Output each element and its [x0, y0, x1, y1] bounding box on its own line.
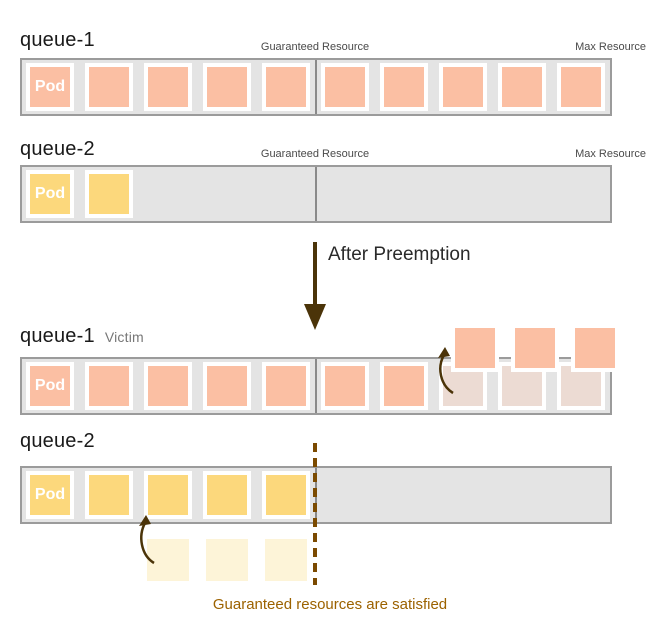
evicted-pods-row — [451, 324, 619, 372]
pod-yellow — [85, 170, 133, 218]
down-arrow-head-icon — [304, 304, 326, 330]
queue1-before-title: queue-1 — [20, 29, 95, 52]
pod-label: Pod — [34, 486, 66, 503]
pod-yellow — [262, 471, 310, 519]
pod-salmon — [557, 63, 605, 111]
eviction-arrow-icon — [438, 347, 454, 395]
queue-name: queue-1 — [20, 29, 95, 51]
pod-salmon — [144, 63, 192, 111]
queue-name: queue-1 — [20, 325, 95, 347]
burst-zone — [315, 468, 608, 522]
queue-name: queue-2 — [20, 138, 95, 160]
pod-salmon: Pod — [26, 63, 74, 111]
pod-salmon — [85, 63, 133, 111]
pod-salmon — [380, 362, 428, 410]
pod-salmon — [85, 362, 133, 410]
guaranteed-resource-label: Guaranteed Resource — [260, 148, 370, 160]
guaranteed-resource-label: Guaranteed Resource — [260, 41, 370, 53]
queue2-before-title: queue-2 — [20, 138, 95, 161]
pod-salmon — [511, 324, 559, 372]
queue2-after-title: queue-2 — [20, 430, 95, 453]
pod-yellow — [85, 471, 133, 519]
pod-yellow-faded — [206, 539, 248, 581]
pod-salmon — [262, 63, 310, 111]
pod-yellow: Pod — [26, 170, 74, 218]
admission-arrow-icon — [139, 515, 155, 565]
pod-label: Pod — [34, 78, 66, 95]
pod-salmon: Pod — [26, 362, 74, 410]
pod-salmon — [571, 324, 619, 372]
pod-salmon — [498, 63, 546, 111]
pod-yellow-faded — [265, 539, 307, 581]
pod-salmon — [439, 63, 487, 111]
guaranteed-zone: Pod — [22, 359, 315, 413]
pod-salmon — [203, 63, 251, 111]
victim-label: Victim — [104, 329, 144, 345]
max-resource-label: Max Resource — [575, 41, 646, 53]
guaranteed-zone: Pod — [22, 468, 315, 522]
satisfied-annotation: Guaranteed resources are satisfied — [212, 596, 448, 613]
pod-yellow: Pod — [26, 471, 74, 519]
pod-salmon — [380, 63, 428, 111]
max-resource-label: Max Resource — [575, 148, 646, 160]
burst-zone — [315, 167, 608, 221]
down-arrow-icon — [313, 242, 317, 306]
queue2-before-bar: Pod — [20, 165, 612, 223]
pod-label: Pod — [34, 377, 66, 394]
pod-yellow — [144, 471, 192, 519]
pod-yellow-faded — [147, 539, 189, 581]
pod-salmon — [144, 362, 192, 410]
burst-zone — [315, 60, 608, 114]
queue-name: queue-2 — [20, 430, 95, 452]
pod-salmon — [321, 63, 369, 111]
transition-label: After Preemption — [328, 244, 471, 265]
guaranteed-zone: Pod — [22, 60, 315, 114]
pod-salmon — [321, 362, 369, 410]
pod-label: Pod — [34, 185, 66, 202]
guaranteed-boundary-dashed-line — [313, 443, 317, 585]
pod-yellow — [203, 471, 251, 519]
pod-salmon — [203, 362, 251, 410]
incoming-pods-row — [147, 539, 307, 581]
queue1-before-bar: Pod — [20, 58, 612, 116]
pod-salmon — [262, 362, 310, 410]
pod-salmon — [451, 324, 499, 372]
queue1-after-title: queue-1 Victim — [20, 325, 144, 348]
guaranteed-zone: Pod — [22, 167, 315, 221]
